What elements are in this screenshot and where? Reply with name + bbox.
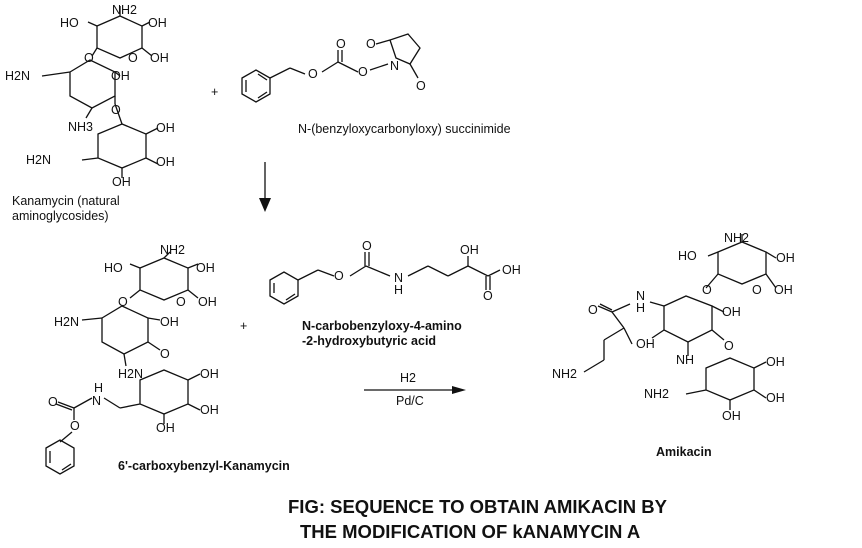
- atom-label: NH: [676, 353, 694, 367]
- cbz-osu-structure: [241, 33, 421, 103]
- atom-label: N: [390, 59, 399, 73]
- atom-label: O: [308, 67, 318, 81]
- atom-label: OH: [636, 337, 655, 351]
- intermediate-structure: [45, 251, 201, 475]
- atom-label: O: [111, 103, 121, 117]
- atom-label: O: [336, 37, 346, 51]
- atom-label: OH: [112, 175, 131, 189]
- atom-label: N: [636, 289, 645, 303]
- atom-label: O: [702, 283, 712, 297]
- atom-label: OH: [200, 367, 219, 381]
- atom-label: OH: [156, 421, 175, 435]
- atom-label: H: [636, 301, 645, 315]
- atom-label: NH2: [724, 231, 749, 245]
- kanamycin-name-line2: aminoglycosides): [12, 209, 109, 223]
- reaction-arrow: [364, 386, 466, 394]
- atom-label: O: [588, 303, 598, 317]
- atom-label: O: [176, 295, 186, 309]
- atom-label: O: [358, 65, 368, 79]
- atom-label: O: [752, 283, 762, 297]
- atom-label: OH: [460, 243, 479, 257]
- atom-label: HO: [60, 16, 79, 30]
- atom-label: H: [94, 381, 103, 395]
- product-name: Amikacin: [656, 445, 712, 459]
- atom-label: NH2: [112, 3, 137, 17]
- atom-label: O: [362, 239, 372, 253]
- atom-label: O: [483, 289, 493, 303]
- plus-sign: +: [240, 319, 247, 333]
- atom-label: O: [84, 51, 94, 65]
- atom-label: O: [416, 79, 426, 93]
- atom-label: OH: [111, 69, 130, 83]
- atom-label: OH: [774, 283, 793, 297]
- atom-label: OH: [722, 305, 741, 319]
- kanamycin-structure: [41, 6, 159, 178]
- atom-label: NH2: [160, 243, 185, 257]
- atom-label: O: [118, 295, 128, 309]
- atom-label: N: [92, 394, 101, 408]
- atom-label: OH: [156, 155, 175, 169]
- atom-label: OH: [502, 263, 521, 277]
- atom-label: OH: [196, 261, 215, 275]
- atom-label: OH: [198, 295, 217, 309]
- atom-label: NH2: [552, 367, 577, 381]
- amikacin-structure: [583, 234, 777, 410]
- atom-label: H2N: [26, 153, 51, 167]
- atom-label: OH: [766, 355, 785, 369]
- intermediate-name: 6'-carboxybenzyl-Kanamycin: [118, 459, 290, 473]
- atom-label: H2N: [5, 69, 30, 83]
- atom-label: O: [70, 419, 80, 433]
- plus-sign: +: [211, 85, 218, 99]
- atom-label: OH: [160, 315, 179, 329]
- atom-label: H: [394, 283, 403, 297]
- atom-label: NH2: [644, 387, 669, 401]
- atom-label: OH: [150, 51, 169, 65]
- atom-label: H2N: [118, 367, 143, 381]
- conditions-bottom: Pd/C: [396, 394, 424, 408]
- atom-label: N: [394, 271, 403, 285]
- atom-label: O: [334, 269, 344, 283]
- atom-label: NH3: [68, 120, 93, 134]
- kanamycin-name-line1: Kanamycin (natural: [12, 194, 120, 208]
- atom-label: O: [724, 339, 734, 353]
- atom-label: OH: [776, 251, 795, 265]
- reagent1-name: N-(benzyloxycarbonyloxy) succinimide: [298, 122, 511, 136]
- conditions-top: H2: [400, 371, 416, 385]
- atom-label: O: [366, 37, 376, 51]
- figure-caption-line1: FIG: SEQUENCE TO OBTAIN AMIKACIN BY: [288, 496, 668, 517]
- atom-label: OH: [148, 16, 167, 30]
- atom-label: O: [128, 51, 138, 65]
- figure-caption-line2: THE MODIFICATION OF kANAMYCIN A: [300, 521, 640, 542]
- atom-label: OH: [200, 403, 219, 417]
- atom-label: HO: [104, 261, 123, 275]
- reagent2-name-line1: N-carbobenzyloxy-4-amino: [302, 319, 462, 333]
- cbz-aminohydroxybutyric-structure: [269, 252, 501, 305]
- atom-label: H2N: [54, 315, 79, 329]
- atom-label: OH: [722, 409, 741, 423]
- reagent2-name-line2: -2-hydroxybutyric acid: [302, 334, 436, 348]
- atom-label: OH: [156, 121, 175, 135]
- atom-label: HO: [678, 249, 697, 263]
- atom-label: OH: [766, 391, 785, 405]
- atom-label: O: [48, 395, 58, 409]
- down-arrow: [259, 162, 271, 212]
- atom-label: O: [160, 347, 170, 361]
